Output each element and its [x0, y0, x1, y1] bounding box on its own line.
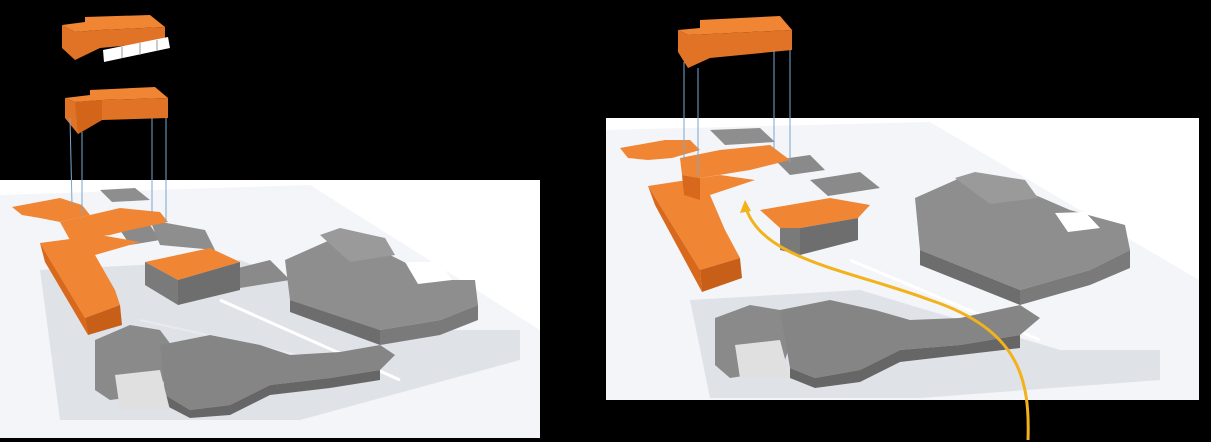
lifted-volume-top [62, 15, 170, 62]
highlight-buildings-site [620, 140, 870, 292]
highlight-buildings-site [12, 198, 240, 335]
connector-lines [69, 117, 167, 222]
grey-buildings [710, 128, 1130, 388]
path-arrow-icon [740, 200, 751, 213]
lifted-volume-top [678, 16, 792, 68]
site-model-right [606, 16, 1199, 441]
diagram-panel-right [600, 0, 1211, 442]
grey-buildings [95, 188, 478, 418]
lifted-volume-middle [65, 87, 168, 134]
access-path [743, 204, 1030, 441]
site-model-left [0, 15, 540, 438]
diagram-panel-left [0, 0, 545, 442]
connector-lines [683, 50, 791, 175]
